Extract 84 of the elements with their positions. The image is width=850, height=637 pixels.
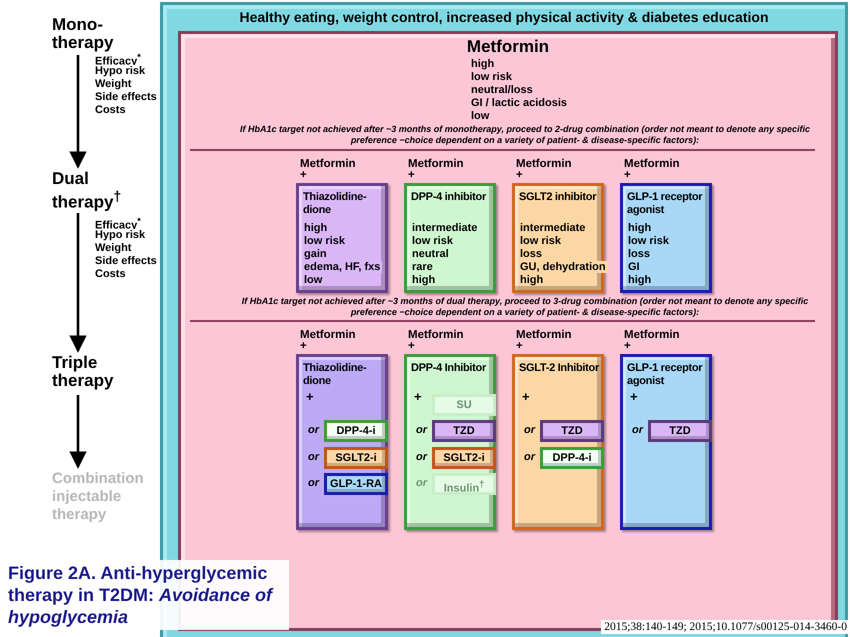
or-label: or — [308, 451, 319, 463]
attribute-value: low risk — [628, 235, 671, 247]
row-label: Hypo risk — [95, 229, 148, 241]
arrow — [69, 55, 87, 169]
drug-name: SGLT-2 Inhibitor — [519, 362, 600, 375]
attribute-value: GI / lactic acidosis — [471, 97, 569, 109]
plus-sign: + — [306, 389, 314, 404]
attribute-value: high — [628, 274, 654, 286]
attribute-value: neutral/loss — [471, 84, 535, 96]
attribute-value: gain — [304, 248, 329, 260]
drug-label: Metformin + — [300, 159, 356, 181]
stage-label: Mono- therapy — [52, 16, 132, 52]
drug-label: Metformin + — [516, 159, 572, 181]
attribute-value: loss — [628, 248, 652, 260]
row-label: Hypo risk — [95, 65, 148, 77]
attribute-value: loss — [520, 248, 544, 260]
drug-name: DPP-4 Inhibitor — [411, 362, 488, 375]
row-label: Side effects — [95, 255, 159, 267]
drug-chip: GLP-1-RA — [324, 473, 388, 495]
or-label: or — [524, 451, 535, 463]
or-label: or — [416, 424, 427, 436]
drug-chip: TZD — [648, 420, 712, 442]
attribute-value: high — [471, 58, 496, 70]
drug-label: Metformin + — [624, 159, 680, 181]
note-text: If HbA1c target not achieved after ~3 months of monotherapy, proceed to 2-drug combination (order not meant to denote any specific preference −choice dependent on a variety of patient- & disease-specific factors): — [239, 124, 811, 146]
drug-heading: Metformin — [466, 37, 550, 57]
drug-chip: Insulin$^{†}$ — [432, 473, 496, 495]
stage-label: Triple therapy — [52, 354, 132, 392]
row-label: Costs — [95, 104, 128, 116]
drug-chip: SGLT2-i — [432, 447, 496, 469]
attribute-value: high — [412, 274, 438, 286]
drug-chip: SGLT2-i — [324, 447, 388, 469]
row-label: Side effects — [95, 91, 159, 103]
attribute-value: rare — [412, 261, 435, 273]
drug-label: Metformin + — [408, 159, 464, 181]
drug-label: Metformin + — [516, 330, 572, 352]
attribute-value: high — [520, 274, 546, 286]
stage-label: Combination injectable therapy — [52, 470, 152, 526]
plus-sign: + — [414, 389, 422, 404]
drug-chip: DPP-4-i — [324, 420, 388, 442]
attribute-value: low risk — [412, 235, 455, 247]
row-label: Costs — [95, 268, 128, 280]
attribute-value: high — [628, 222, 654, 234]
or-label: or — [416, 451, 427, 463]
row-label: Weight — [95, 78, 134, 90]
attribute-value: low — [471, 110, 492, 122]
stage-label: Dual therapy$^{†}$ — [52, 170, 132, 210]
attribute-value: low risk — [304, 235, 347, 247]
drug-label: Metformin + — [300, 330, 356, 352]
attribute-value: low — [304, 274, 324, 286]
drug-chip: TZD — [432, 420, 496, 442]
arrow — [69, 213, 87, 353]
drug-name: DPP-4 inhibitor — [411, 191, 488, 204]
attribute-value: neutral — [412, 248, 451, 260]
drug-label: Metformin + — [408, 330, 464, 352]
attribute-value: intermediate — [412, 222, 480, 234]
or-label: or — [416, 477, 427, 489]
drug-chip: TZD — [540, 420, 604, 442]
arrow — [69, 395, 87, 469]
or-label: or — [524, 424, 535, 436]
attribute-value: GI — [628, 261, 642, 273]
drug-name: SGLT2 inhibitor — [519, 191, 598, 204]
attribute-value: edema, HF, fxs — [304, 261, 382, 273]
drug-name: Thiazolidine- dione — [303, 191, 368, 217]
panel-title: Healthy eating, weight control, increased physical activity & diabetes education — [238, 9, 770, 25]
drug-chip: SU — [432, 394, 496, 416]
drug-name: GLP-1 receptor agonist — [627, 191, 704, 217]
attribute-value: GU, dehydration — [520, 261, 608, 273]
citation-text: 2015;38:140-149; 2015;10.1077/s00125-014-3460-0 — [601, 620, 850, 634]
plus-sign: + — [630, 389, 638, 404]
attribute-value: intermediate — [520, 222, 588, 234]
plus-sign: + — [522, 389, 530, 404]
row-label: Weight — [95, 242, 134, 254]
drug-name: Thiazolidine- dione — [303, 362, 368, 388]
drug-name: GLP-1 receptor agonist — [627, 362, 704, 388]
or-label: or — [308, 477, 319, 489]
drug-chip: DPP-4-i — [540, 447, 604, 469]
or-label: or — [308, 424, 319, 436]
or-label: or — [632, 424, 643, 436]
attribute-value: low risk — [520, 235, 563, 247]
attribute-value: low risk — [471, 71, 514, 83]
note-text: If HbA1c target not achieved after ~3 months of dual therapy, proceed to 3-drug combination (order not meant to denote any specific preference −choice dependent on a variety of patient- & disease-specific factors): — [240, 296, 810, 318]
drug-label: Metformin + — [624, 330, 680, 352]
attribute-value: high — [304, 222, 330, 234]
